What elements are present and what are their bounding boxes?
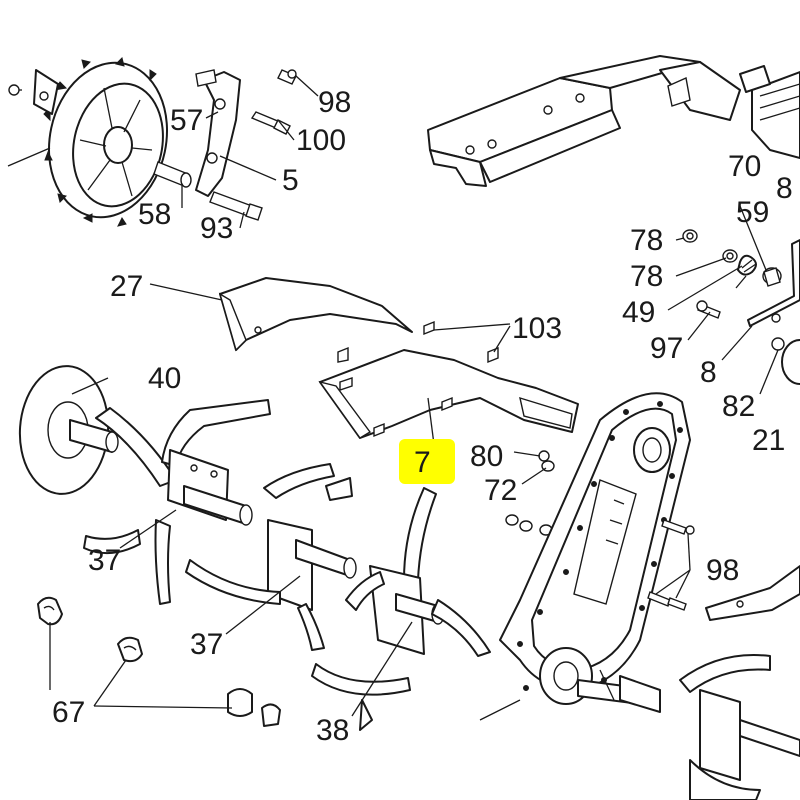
label-103[interactable]: 103: [512, 312, 562, 345]
label-40[interactable]: 40: [148, 362, 181, 395]
label-67[interactable]: 67: [52, 696, 85, 729]
label-80[interactable]: 80: [470, 440, 503, 473]
label-78-b[interactable]: 78: [630, 260, 663, 293]
wheel-bracket: [33, 69, 59, 115]
highlight-marker: [399, 439, 455, 484]
label-59[interactable]: 59: [736, 196, 769, 229]
bolt-98-right-c: [667, 597, 687, 611]
bracket-5: [195, 69, 241, 197]
bolt-98-right-b: [647, 591, 671, 607]
label-82[interactable]: 82: [722, 390, 755, 423]
nut-78-a: [682, 229, 698, 243]
label-57[interactable]: 57: [170, 104, 203, 137]
bolt-103-c: [337, 346, 349, 363]
label-8-mid[interactable]: 8: [700, 356, 717, 389]
tine-assembly-right-lower: [679, 654, 800, 800]
label-8-top[interactable]: 8: [776, 172, 793, 205]
label-98[interactable]: 98: [318, 86, 351, 119]
leader-lines: [49, 75, 779, 721]
label-37-left[interactable]: 37: [88, 544, 121, 577]
bolt-98-top: [277, 69, 297, 85]
bolt-93: [209, 191, 263, 221]
disc-40: [18, 365, 119, 495]
tine-assembly-38: [311, 487, 491, 731]
bolt-98-right-a: [661, 519, 695, 535]
pin-97: [696, 300, 721, 319]
bolt-100: [250, 111, 291, 135]
label-7[interactable]: 7: [414, 446, 431, 479]
bolt-103-b: [487, 346, 499, 364]
nut-80: [538, 450, 550, 462]
label-21[interactable]: 21: [752, 424, 785, 457]
label-37-middle[interactable]: 37: [190, 628, 223, 661]
tine-assembly-37-middle: [185, 463, 357, 651]
shield-7: [318, 349, 579, 439]
label-98-right[interactable]: 98: [706, 554, 739, 587]
label-78-a[interactable]: 78: [630, 224, 663, 257]
nut-top-left: [8, 84, 22, 96]
engine-housing: [739, 65, 800, 159]
label-72[interactable]: 72: [484, 474, 517, 507]
pin-58: [153, 161, 192, 188]
top-frame: [427, 55, 741, 187]
callout-labels: 98 57 100 5 58 93 70 8 59 78 78 49 97 8 …: [52, 86, 793, 747]
chain-case: [499, 392, 691, 705]
nut-82: [771, 337, 785, 351]
label-27[interactable]: 27: [110, 270, 143, 303]
bolt-103-a: [423, 320, 435, 336]
label-70[interactable]: 70: [728, 150, 761, 183]
shield-27: [218, 277, 413, 352]
tine-assembly-37-left: [83, 399, 271, 605]
wheel: [7, 57, 169, 227]
label-93[interactable]: 93: [200, 212, 233, 245]
label-97[interactable]: 97: [650, 332, 683, 365]
plate-right: [705, 565, 800, 621]
label-5[interactable]: 5: [282, 164, 299, 197]
output-shaft: [577, 675, 661, 713]
spring-49: [735, 254, 757, 289]
nut-row: [505, 514, 553, 536]
label-58[interactable]: 58: [138, 198, 171, 231]
bushing-59: [762, 267, 782, 287]
hub-21: [781, 339, 800, 385]
clips-67: [37, 596, 281, 727]
label-100[interactable]: 100: [296, 124, 346, 157]
label-49[interactable]: 49: [622, 296, 655, 329]
plate-8: [747, 239, 800, 327]
nut-78-b: [722, 249, 738, 263]
label-38[interactable]: 38: [316, 714, 349, 747]
